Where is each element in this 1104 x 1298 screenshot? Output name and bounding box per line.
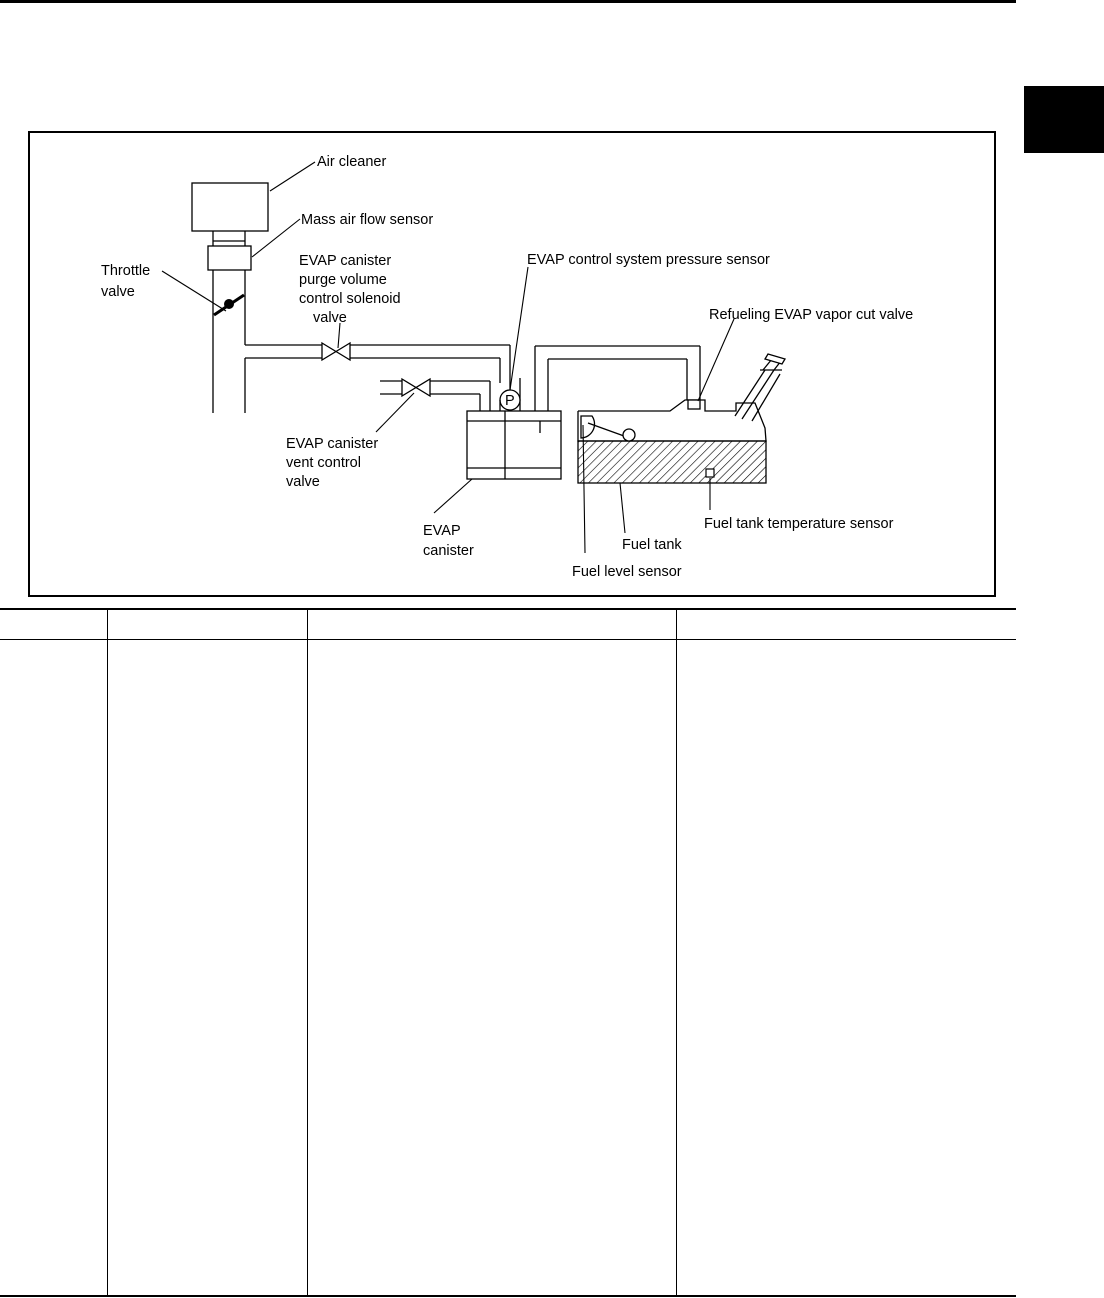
mass-air-flow-sensor-box [207,245,252,271]
refuel-cut-valve [687,399,701,410]
table-header-rule [0,639,1016,640]
label-vent-valve-2: vent control [286,455,361,471]
table-top-rule [0,608,1016,610]
table-col-divider-2 [307,608,308,1296]
label-pressure-sensor: EVAP control system pressure sensor [527,252,770,268]
label-purge-valve-1: EVAP canister [299,253,391,269]
table-bottom-rule [0,1295,1016,1297]
label-vent-valve-3: valve [286,474,320,490]
label-canister-2: canister [423,543,474,559]
label-vent-valve-1: EVAP canister [286,436,378,452]
air-cleaner-box [191,182,269,232]
fuel-level-float [622,428,636,442]
purge-control-valve [321,341,351,362]
label-air-cleaner: Air cleaner [317,154,386,170]
label-purge-valve-2: purge volume [299,272,387,288]
fuel-level-hatched [577,440,767,484]
label-fuel-tank: Fuel tank [622,537,682,553]
evap-system-diagram: P [28,131,996,597]
fuel-tank-temp-sensor [705,468,715,478]
evap-canister-body [466,410,562,480]
table-col-divider-3 [676,608,677,1296]
fuel-level-sensor-symbol [580,415,596,439]
label-fuel-level: Fuel level sensor [572,564,682,580]
label-canister-1: EVAP [423,523,461,539]
label-throttle-valve-1: Throttle [101,263,150,279]
table-col-divider-1 [107,608,108,1296]
label-fuel-tank-temp: Fuel tank temperature sensor [704,516,894,532]
label-mass-air-flow-sensor: Mass air flow sensor [301,212,433,228]
throttle-pivot [224,299,234,309]
spec-table [0,608,1016,1298]
filler-cap [764,353,786,365]
label-purge-valve-4: valve [313,310,347,326]
label-throttle-valve-2: valve [101,284,135,300]
vent-control-valve [401,377,431,398]
pressure-symbol-label: P [505,393,515,409]
top-rule [0,0,1016,3]
fuel-tank-outline [577,399,767,442]
diagram-canvas: P [101,154,913,580]
section-tab [1024,86,1104,153]
label-purge-valve-3: control solenoid [299,291,401,307]
label-refuel-cut-valve: Refueling EVAP vapor cut valve [709,307,913,323]
